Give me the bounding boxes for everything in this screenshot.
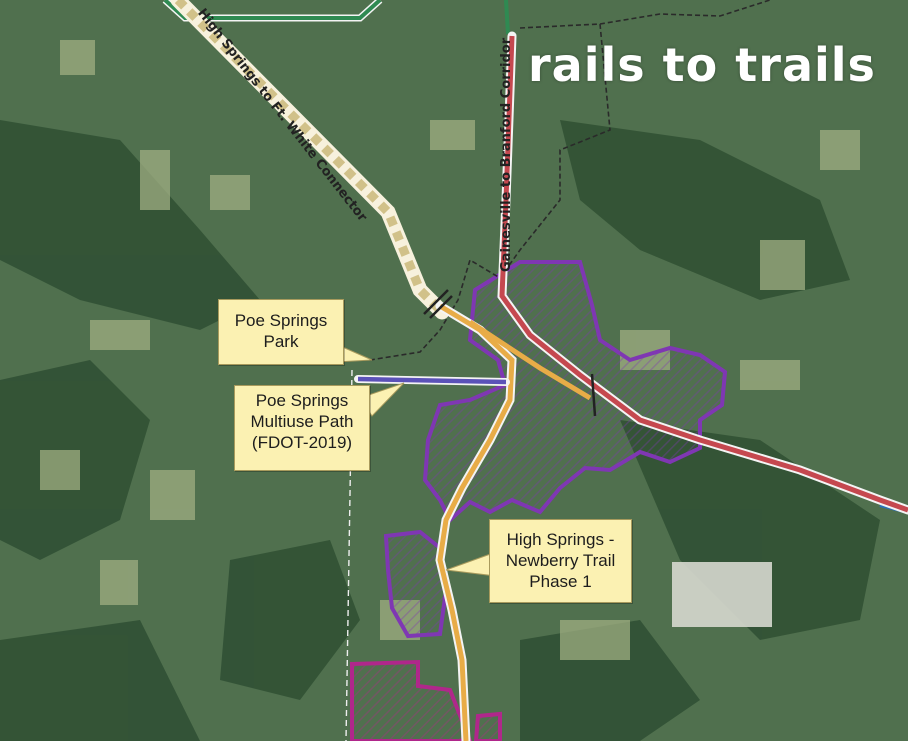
cleared-area [672, 562, 772, 627]
map-title: rails to trails [528, 38, 876, 92]
trailhead-mark [423, 289, 453, 319]
callout-line: Park [263, 332, 299, 351]
corridor-route-label: Gainesville to Branford Corridor [499, 37, 514, 272]
callout-line: Newberry Trail [505, 551, 616, 570]
callout-line: Poe Springs [255, 391, 349, 410]
conservation-area-south [350, 659, 502, 741]
county-boundary-line [345, 0, 771, 361]
callout-line: High Springs - [506, 530, 615, 549]
callout-line: Poe Springs [234, 311, 328, 330]
callout-line: Phase 1 [529, 572, 592, 591]
trail-spur-line [468, 319, 592, 401]
callout-poe-springs-park: Poe Springs Park [218, 299, 344, 365]
callout-line: (FDOT-2019) [251, 433, 353, 452]
crossing-mark [590, 373, 597, 417]
callout-multiuse-path: Poe Springs Multiuse Path (FDOT-2019) [234, 385, 370, 471]
road-top-green-2 [504, 0, 510, 35]
callout-newberry-trail: High Springs - Newberry Trail Phase 1 [489, 519, 632, 603]
field-patches [40, 40, 860, 660]
callout-line: Multiuse Path [250, 412, 354, 431]
